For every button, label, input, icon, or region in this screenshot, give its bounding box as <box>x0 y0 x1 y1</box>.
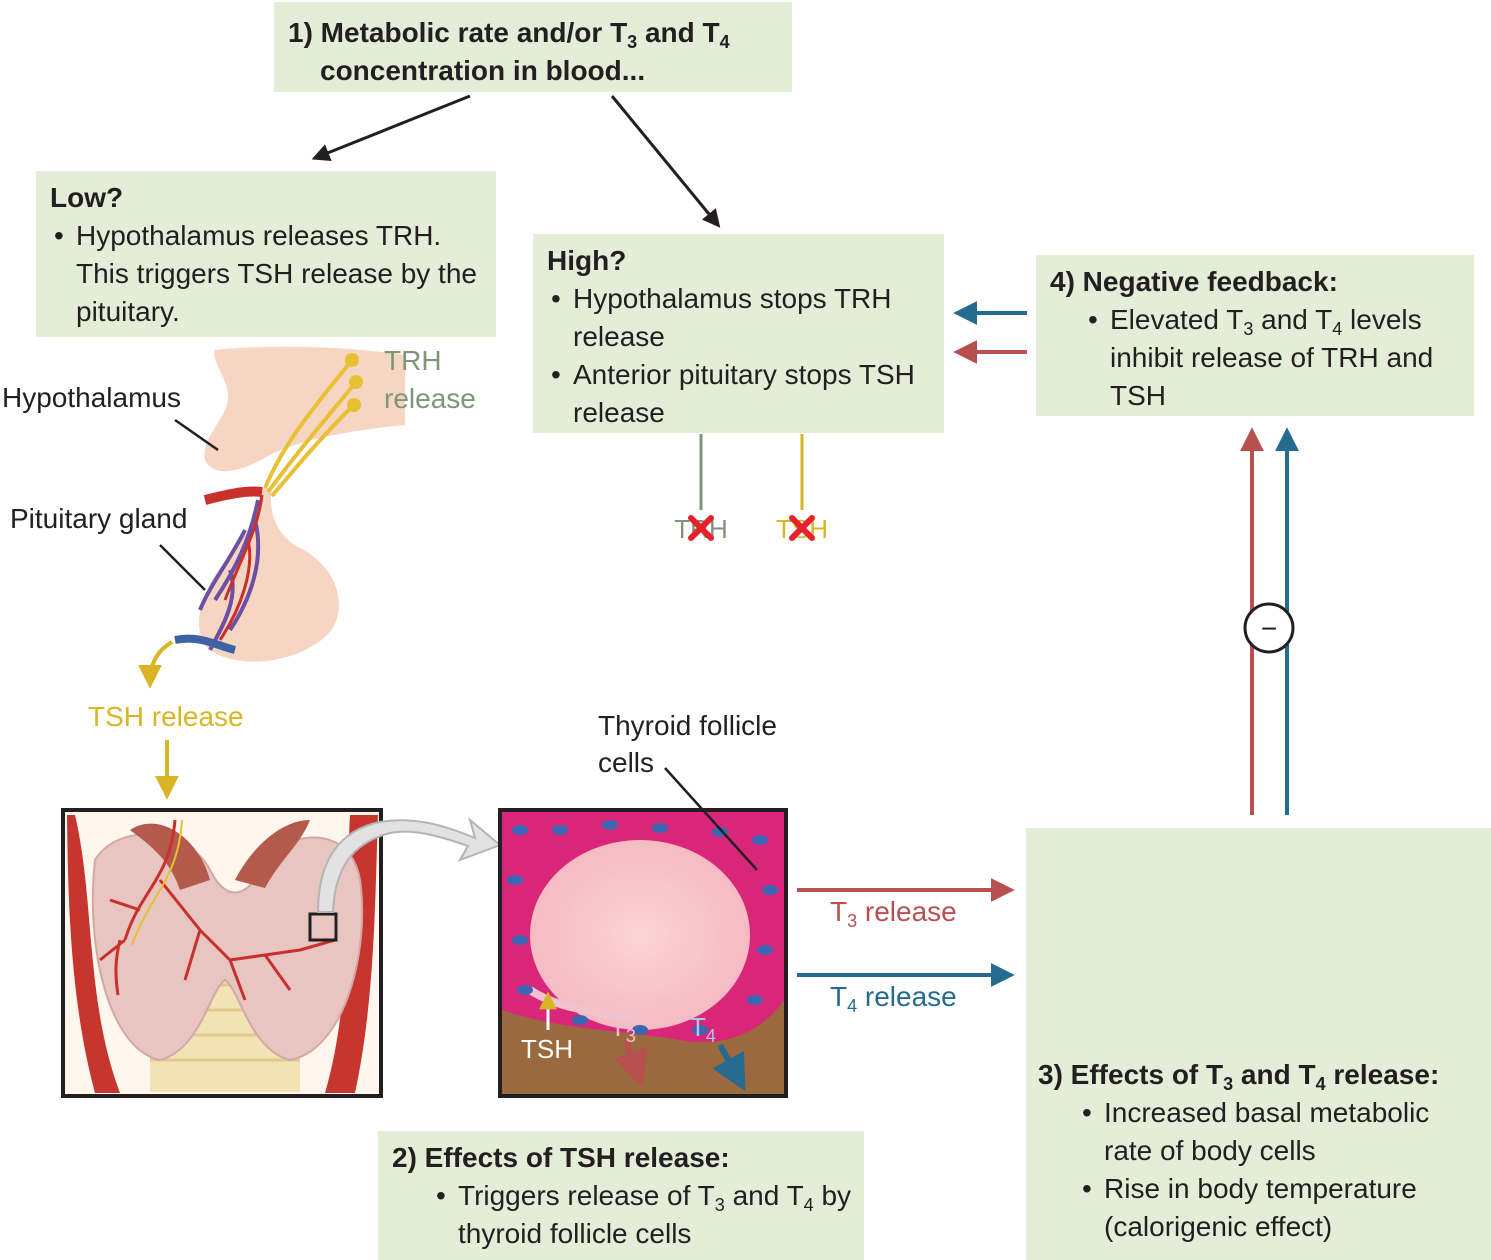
step4-bullet: Elevated T3 and T4 levels inhibit releas… <box>1084 301 1464 415</box>
trh-release-label-1: TRH <box>384 345 442 376</box>
tsh-small-label: TSH <box>521 1034 573 1064</box>
trh-release-label-2: release <box>384 383 476 414</box>
tsh-release-label: TSH release <box>88 701 244 732</box>
t4-release-label: T4 release <box>830 981 957 1016</box>
thyroid-gland-panel <box>61 808 383 1098</box>
t3-small-label: T3 <box>610 1012 636 1046</box>
minus-circle <box>1243 602 1295 654</box>
step1-line1: 1) Metabolic rate and/or T3 and T4 <box>288 17 730 52</box>
hypothalamus-pointer <box>174 418 219 452</box>
blocked-tsh-x-icon <box>789 515 815 541</box>
step4-title: 4) Negative feedback: <box>1050 266 1338 297</box>
step1-line2: concentration in blood... <box>320 55 646 86</box>
step3-title: 3) Effects of T3 and T4 release: <box>1038 1059 1440 1094</box>
high-bullet-2: Anterior pituitary stops TSH release <box>547 356 936 432</box>
step3-bullet-1: Increased basal metabolic rate of body c… <box>1078 1094 1483 1170</box>
tsh-curved-arrow <box>138 640 174 689</box>
step1-box: 1) Metabolic rate and/or T3 and T4 conce… <box>274 2 792 92</box>
follicle-label-2: cells <box>598 747 655 778</box>
hypothalamus-label: Hypothalamus <box>2 382 181 413</box>
follicle-pointer <box>664 767 758 871</box>
step2-title: 2) Effects of TSH release: <box>392 1142 730 1173</box>
follicle-label-1: Thyroid follicle <box>598 710 777 741</box>
t4-small-label: T4 <box>690 1012 716 1046</box>
zoom-arrow <box>316 817 502 913</box>
hypothalamus-pituitary-illustration <box>174 346 405 662</box>
arrow-to-high <box>610 95 721 228</box>
step3-box: 3) Effects of T3 and T4 release: Increas… <box>1026 828 1491 1260</box>
t3-release-label: T3 release <box>830 896 957 931</box>
low-bullet: Hypothalamus releases TRH. This triggers… <box>50 217 482 331</box>
pituitary-pointer <box>159 544 206 591</box>
high-box: High? Hypothalamus stops TRH release Ant… <box>533 234 944 433</box>
follicle-cells-panel <box>498 808 788 1098</box>
step2-bullet: Triggers release of T3 and T4 by thyroid… <box>432 1177 854 1253</box>
pituitary-gland-label: Pituitary gland <box>10 503 188 534</box>
high-bullet-1: Hypothalamus stops TRH release <box>547 280 936 356</box>
arrow-to-low <box>311 94 471 162</box>
blocked-trh-x-icon <box>688 515 714 541</box>
low-title: Low? <box>50 182 124 213</box>
high-title: High? <box>547 245 627 276</box>
step3-bullet-2: Rise in body temperature (calorigenic ef… <box>1078 1170 1483 1246</box>
step4-box: 4) Negative feedback: Elevated T3 and T4… <box>1036 255 1474 416</box>
step2-box: 2) Effects of TSH release: Triggers rele… <box>378 1131 864 1260</box>
minus-sign: − <box>1261 613 1277 644</box>
low-box: Low? Hypothalamus releases TRH. This tri… <box>36 171 496 337</box>
